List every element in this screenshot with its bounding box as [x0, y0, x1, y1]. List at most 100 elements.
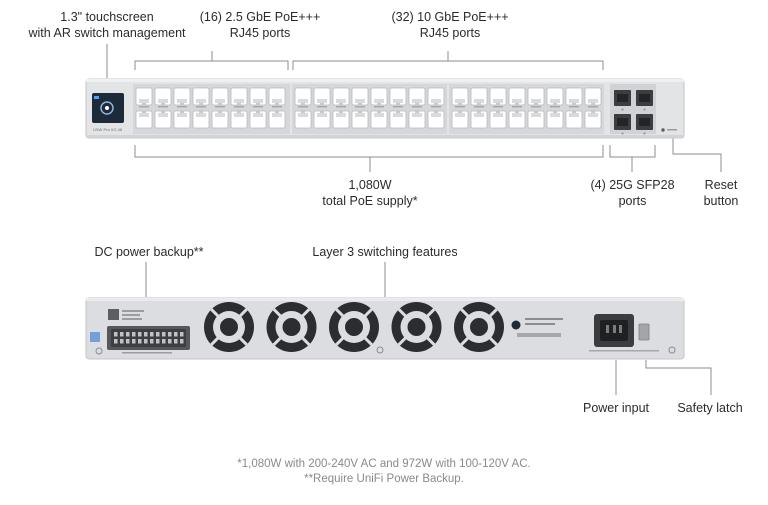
dc-pin — [120, 339, 124, 344]
port-number-label — [493, 106, 503, 108]
rj45-port — [470, 110, 488, 129]
port-number-label — [474, 106, 484, 108]
rj45-port — [332, 110, 350, 129]
dc-pin — [156, 339, 160, 344]
port-number-label — [317, 106, 327, 108]
dc-pin — [144, 332, 148, 337]
port-number-label — [298, 106, 308, 108]
rj45-port — [489, 87, 507, 106]
dc-pin — [114, 339, 118, 344]
port-number-label — [455, 106, 465, 108]
port-number-label — [158, 106, 168, 108]
rj45-port — [470, 87, 488, 106]
dc-pin — [144, 339, 148, 344]
sfp-port — [614, 90, 631, 111]
port-number-label — [569, 106, 579, 108]
rj45-port — [154, 87, 172, 106]
rj45-port — [489, 110, 507, 129]
dc-pin — [150, 332, 154, 337]
port-number-label — [215, 106, 225, 108]
dc-pin — [138, 339, 142, 344]
rj45-port — [527, 110, 545, 129]
port-number-label — [196, 106, 206, 108]
rj45-port — [294, 110, 312, 129]
rj45-port — [313, 87, 331, 106]
rj45-port — [451, 110, 469, 129]
rj45-port — [389, 110, 407, 129]
rj45-port — [192, 110, 210, 129]
rj45-port — [584, 110, 602, 129]
port-number-label — [177, 106, 187, 108]
fans — [204, 302, 504, 352]
dc-power-backup-label: DC power backup** — [94, 245, 204, 259]
rj45-port — [370, 110, 388, 129]
rj45-port — [249, 87, 267, 106]
port-number-label — [272, 106, 282, 108]
dc-pin — [180, 332, 184, 337]
dc-pin — [156, 332, 160, 337]
dc-pin — [120, 332, 124, 337]
cooling-fan — [391, 302, 442, 352]
port-number-label — [234, 106, 244, 108]
dc-pin — [132, 339, 136, 344]
rj45-port — [546, 110, 564, 129]
port-number-label — [412, 106, 422, 108]
footnotes: *1,080W with 200-240V AC and 972W with 1… — [0, 457, 768, 487]
rj45-port — [389, 87, 407, 106]
rj45-port — [173, 87, 191, 106]
rj45-port — [508, 110, 526, 129]
touchscreen-display-ring — [100, 101, 114, 115]
rj45-port — [192, 87, 210, 106]
rj45-port — [427, 110, 445, 129]
port-number-label — [336, 106, 346, 108]
rear-chassis — [85, 297, 685, 360]
port-number-label — [355, 106, 365, 108]
front-chassis: USW Pro XG 48 — [85, 78, 685, 139]
rj45-port — [546, 87, 564, 106]
port-number-label — [550, 106, 560, 108]
reset-button — [661, 128, 665, 132]
rj45-port — [211, 110, 229, 129]
cooling-fan — [266, 302, 317, 352]
qr-code — [108, 309, 119, 320]
device-model-label: USW Pro XG 48 — [93, 127, 123, 132]
footnote-1: *1,080W with 200-240V AC and 972W with 1… — [237, 458, 531, 470]
rj45-port — [154, 110, 172, 129]
rj45-port — [173, 110, 191, 129]
port-number-label — [531, 106, 541, 108]
rj45-port — [584, 87, 602, 106]
dc-pin — [126, 332, 130, 337]
rj45-port — [351, 110, 369, 129]
dc-pin — [138, 332, 142, 337]
rj45-port — [565, 87, 583, 106]
cooling-fan — [204, 302, 254, 352]
dc-pin — [168, 332, 172, 337]
dc-pin — [174, 332, 178, 337]
rj45-port — [527, 87, 545, 106]
sfp-port — [636, 90, 653, 111]
rj45-port — [451, 87, 469, 106]
cooling-fan — [329, 302, 379, 352]
rj45-port — [135, 110, 153, 129]
dc-pin — [126, 339, 130, 344]
dc-pin — [150, 339, 154, 344]
layer3-label: Layer 3 switching features — [312, 245, 458, 259]
safety-latch — [638, 323, 650, 341]
rj45-port — [313, 110, 331, 129]
rj45-port — [408, 110, 426, 129]
ports-25g-label: (16) 2.5 GbE PoE+++RJ45 ports — [199, 10, 321, 40]
cooling-fan — [454, 302, 504, 352]
ports-10g-label: (32) 10 GbE PoE+++RJ45 ports — [391, 10, 509, 40]
rj45-port — [508, 87, 526, 106]
rj45-port — [370, 87, 388, 106]
port-number-label — [139, 106, 149, 108]
port-number-label — [253, 106, 263, 108]
port-number-label — [393, 106, 403, 108]
dc-pin — [168, 339, 172, 344]
rj45-port — [211, 87, 229, 106]
dc-pin — [162, 332, 166, 337]
